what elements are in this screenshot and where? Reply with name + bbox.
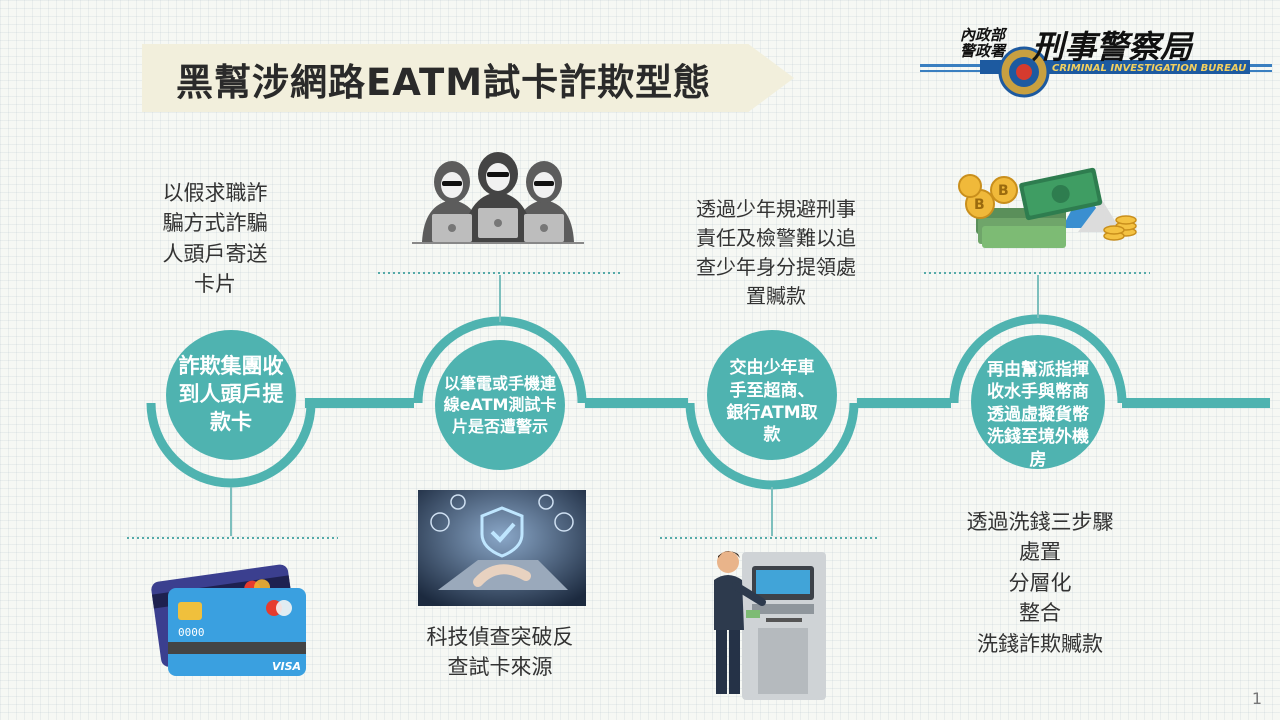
money-bitcoin-illustration: BB [958,167,1137,248]
step-4-description: 透過洗錢三步驟 處置 分層化 整合 洗錢詐欺贓款 [966,510,1114,656]
credit-card-illustration: 0000 VISA [151,564,306,676]
logo-name: 刑事警察局 [1032,28,1194,66]
step-circle-2 [435,340,565,470]
card-number: 0000 [178,626,205,639]
cib-logo: 內政部 警政署 刑事警察局 CRIMINAL INVESTIGATION BUR… [920,26,1272,98]
hackers-illustration [412,152,584,244]
step-2-description: 科技偵查突破反 查試卡來源 [426,625,574,680]
step-circle-3 [707,330,837,460]
step-3-label: 交由少年車 手至超商、 銀行ATM取 款 [726,358,818,446]
step-4-label: 再由幫派指揮 收水手與幣商 透過虛擬貨幣 洗錢至境外機 房 [987,359,1089,470]
ring-4 [949,314,1127,404]
step-3-description: 透過少年規避刑事 責任及檢警難以追 查少年身分提領處 置贓款 [696,197,856,308]
ring-3 [685,402,859,490]
step-2-label: 以筆電或手機連 線eATM測試卡 片是否遭警示 [443,374,557,436]
svg-text:B: B [974,197,985,213]
logo-english: CRIMINAL INVESTIGATION BUREAU [1052,63,1246,74]
tech-investigation-illustration [418,490,586,606]
card-brand: VISA [272,660,301,673]
atm-illustration [714,551,826,700]
step-circle-1 [166,330,296,460]
title-banner [142,44,794,112]
page-title: 黑幫涉網路EATM試卡詐欺型態 [176,61,712,104]
ring-1 [146,402,316,488]
page-number: 1 [1251,689,1262,708]
step-1-label: 詐欺集團收 到人頭戶提 款卡 [178,354,284,434]
logo-line2: 警政署 [960,42,1007,60]
step-circle-4 [971,335,1105,469]
step-1-description: 以假求職詐 騙方式詐騙 人頭戶寄送 卡片 [162,181,268,297]
logo-line1: 內政部 [960,26,1008,44]
svg-text:B: B [998,183,1009,199]
